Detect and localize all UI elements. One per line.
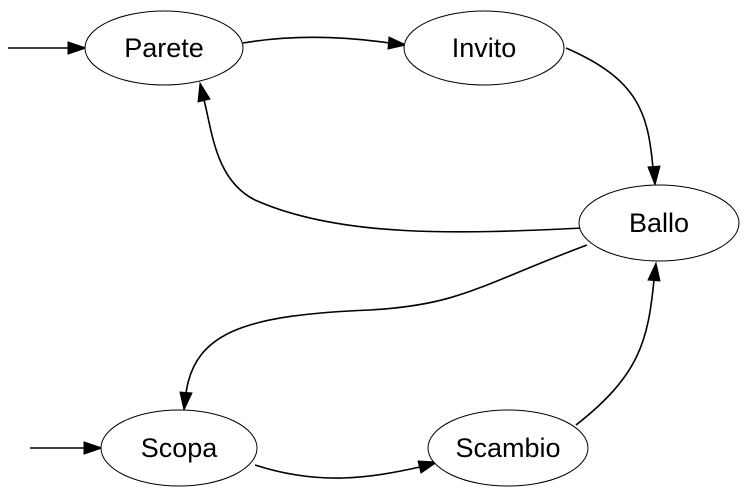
node-parete: Parete	[84, 10, 244, 86]
edge-invito-to-ballo	[565, 47, 654, 169]
arrowhead-scambio-to-ballo	[647, 261, 661, 282]
edge-ballo-to-parete	[203, 99, 584, 233]
arrowhead-parete-to-invito	[387, 36, 408, 50]
edge-scambio-to-ballo	[575, 279, 655, 426]
arrowhead-scopa-to-scambio	[417, 460, 439, 474]
node-scambio: Scambio	[427, 409, 589, 487]
node-scopa-label: Scopa	[141, 433, 219, 463]
node-ballo: Ballo	[578, 184, 740, 262]
edge-ballo-to-scopa	[185, 244, 588, 394]
node-parete-label: Parete	[124, 33, 204, 63]
arrowhead-ballo-to-parete	[197, 81, 211, 103]
arrowhead-ballo-to-scopa	[179, 391, 193, 412]
edge-parete-to-invito	[242, 36, 391, 44]
node-ballo-shape	[578, 184, 740, 262]
node-scambio-label: Scambio	[455, 433, 560, 463]
edges	[8, 36, 661, 479]
node-scopa: Scopa	[100, 409, 258, 487]
node-invito-shape	[403, 10, 565, 86]
node-parete-shape	[84, 10, 244, 86]
arrowhead-start-to-parete	[67, 41, 88, 55]
edge-scopa-to-scambio	[254, 464, 421, 479]
arrowhead-start-to-scopa	[83, 441, 104, 455]
node-scambio-shape	[427, 409, 589, 487]
node-invito-label: Invito	[452, 33, 517, 63]
node-ballo-label: Ballo	[629, 208, 689, 238]
arrowhead-invito-to-ballo	[647, 165, 661, 187]
node-invito: Invito	[403, 10, 565, 86]
node-scopa-shape	[100, 409, 258, 487]
